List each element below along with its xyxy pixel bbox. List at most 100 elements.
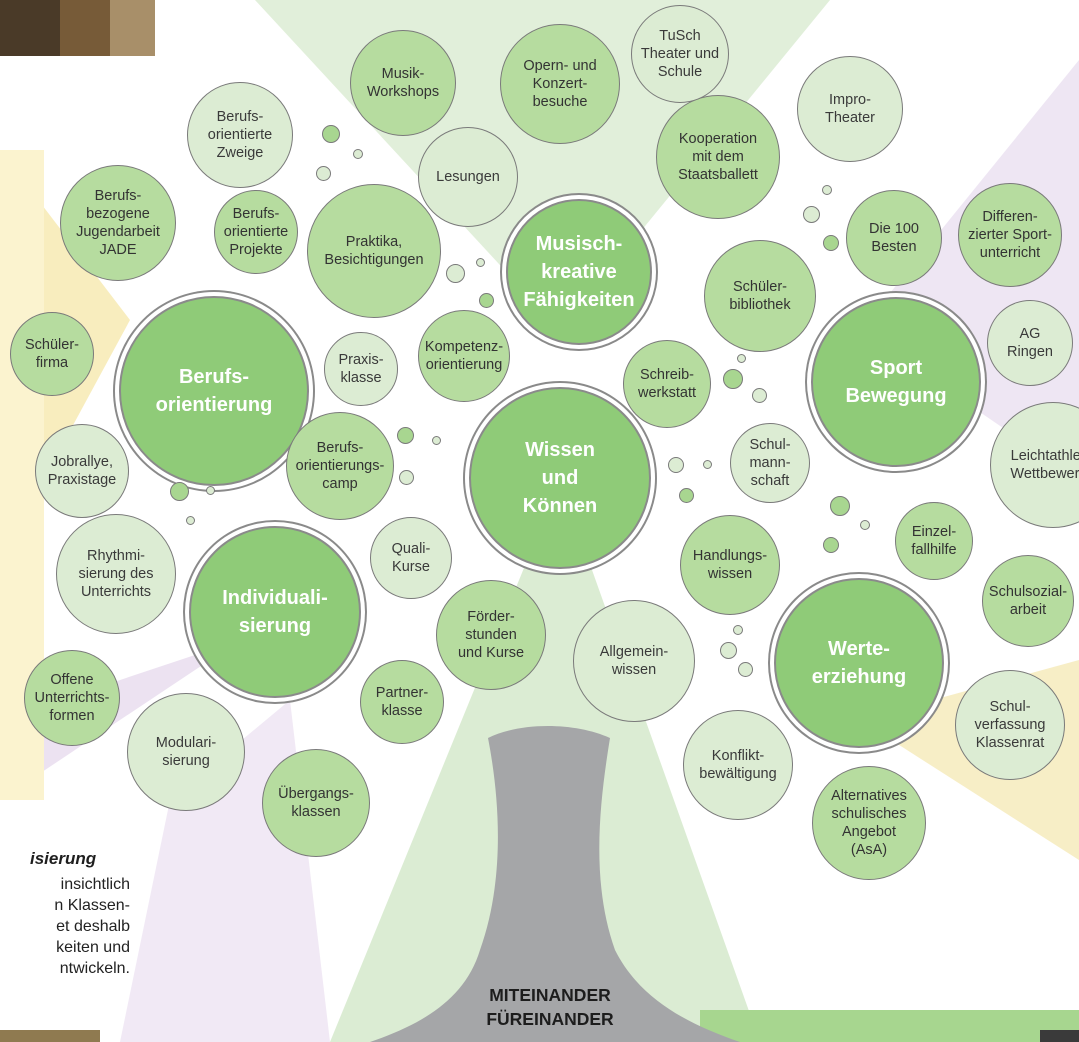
bubble-musik-workshops[interactable]: Musik- Workshops [350, 30, 456, 136]
bubble-quali-label: Quali- Kurse [391, 540, 431, 575]
bubble-ag-ringen[interactable]: AG Ringen [987, 300, 1073, 386]
bubble-offene[interactable]: Offene Unterrichts- formen [24, 650, 120, 746]
bubble-schreibwerkstatt-label: Schreib- werkstatt [637, 366, 696, 401]
main-bubble-berufsorientierung-label: Berufs- orientierung [155, 366, 273, 416]
decor-dot [206, 486, 215, 495]
side-text-body: insichtlich n Klassen- et deshalb keiten… [0, 874, 130, 979]
side-text-line-1: insichtlich [60, 876, 130, 893]
bubble-handlungswissen[interactable]: Handlungs- wissen [680, 515, 780, 615]
decor-dot [432, 436, 441, 445]
bubble-foerderstunden-label: Förder- stunden und Kurse [457, 608, 525, 662]
bubble-einzelfallhilfe-label: Einzel- fallhilfe [911, 523, 957, 558]
bubble-berufsorientierte-projekte[interactable]: Berufs- orientierte Projekte [214, 190, 298, 274]
bubble-foerderstunden[interactable]: Förder- stunden und Kurse [436, 580, 546, 690]
bubble-ag-ringen-label: AG Ringen [1007, 325, 1053, 360]
main-bubble-wissen[interactable]: Wissen und Können [469, 387, 651, 569]
bubble-die100[interactable]: Die 100 Besten [846, 190, 942, 286]
bubble-einzelfallhilfe[interactable]: Einzel- fallhilfe [895, 502, 973, 580]
bubble-jobrallye-label: Jobrallye, Praxistage [47, 453, 117, 488]
bubble-handlungswissen-label: Handlungs- wissen [692, 547, 768, 582]
bubble-differenzierter[interactable]: Differen- zierter Sport- unterricht [958, 183, 1062, 287]
bubble-uebergang[interactable]: Übergangs- klassen [262, 749, 370, 857]
decor-dot [668, 457, 684, 473]
decor-dot [720, 642, 737, 659]
bubble-berufsorientierte-projekte-label: Berufs- orientierte Projekte [223, 205, 289, 259]
decor-dot [679, 488, 694, 503]
bubble-quali[interactable]: Quali- Kurse [370, 517, 452, 599]
bubble-allgemeinwissen-label: Allgemein- wissen [599, 643, 669, 678]
decor-dot [316, 166, 331, 181]
bubble-opern[interactable]: Opern- und Konzert- besuche [500, 24, 620, 144]
bubble-tusch[interactable]: TuSch Theater und Schule [631, 5, 729, 103]
bubble-schreibwerkstatt[interactable]: Schreib- werkstatt [623, 340, 711, 428]
main-bubble-wissen-label: Wissen und Können [522, 439, 598, 517]
bubble-schulsozialarbeit-label: Schulsozial- arbeit [988, 583, 1068, 618]
bubble-jobrallye[interactable]: Jobrallye, Praxistage [35, 424, 129, 518]
decor-dot [737, 354, 746, 363]
bubble-differenzierter-label: Differen- zierter Sport- unterricht [968, 208, 1052, 262]
bubble-modularisierung-label: Modulari- sierung [155, 734, 217, 769]
bubble-praxisklasse-label: Praxis- klasse [338, 351, 384, 386]
side-text-line-2: n Klassen- [54, 897, 130, 914]
bubble-berufsorientierte-zweige-label: Berufs- orientierte Zweige [207, 108, 273, 162]
bubble-asa[interactable]: Alternatives schulisches Angebot (AsA) [812, 766, 926, 880]
ray-left-purple [0, 640, 240, 800]
bubble-lesungen[interactable]: Lesungen [418, 127, 518, 227]
main-bubble-individualisierung-label: Individuali- sierung [222, 587, 328, 637]
bubble-berufsorientierte-zweige[interactable]: Berufs- orientierte Zweige [187, 82, 293, 188]
bubble-schuelerbibliothek-label: Schüler- bibliothek [729, 278, 791, 313]
bubble-schuelerbibliothek[interactable]: Schüler- bibliothek [704, 240, 816, 352]
bubble-modularisierung[interactable]: Modulari- sierung [127, 693, 245, 811]
bubble-schulsozialarbeit[interactable]: Schulsozial- arbeit [982, 555, 1074, 647]
decor-dot [822, 185, 832, 195]
bubble-tusch-label: TuSch Theater und Schule [640, 27, 720, 81]
bubble-kompetenz[interactable]: Kompetenz- orientierung [418, 310, 510, 402]
decor-dot [738, 662, 753, 677]
bubble-kompetenz-label: Kompetenz- orientierung [424, 338, 504, 373]
decor-dot [723, 369, 743, 389]
trunk-label: MITEINANDER FÜREINANDER [430, 983, 670, 1031]
bubble-uebergang-label: Übergangs- klassen [278, 785, 354, 820]
main-bubble-sport-label: Sport Bewegung [845, 357, 947, 407]
bubble-partnerklasse[interactable]: Partner- klasse [360, 660, 444, 744]
trunk-line-2: FÜREINANDER [486, 1009, 614, 1029]
decor-dot [186, 516, 195, 525]
bubble-musik-workshops-label: Musik- Workshops [366, 65, 440, 100]
decor-dot [823, 235, 839, 251]
bubble-rhythmisierung-label: Rhythmi- sierung des Unterrichts [78, 547, 154, 601]
bubble-schulmannschaft-label: Schul- mann- schaft [749, 436, 791, 490]
bubble-schulverfassung-label: Schul- verfassung Klassenrat [974, 698, 1046, 752]
bubble-praxisklasse[interactable]: Praxis- klasse [324, 332, 398, 406]
main-bubble-berufsorientierung[interactable]: Berufs- orientierung [119, 296, 309, 486]
bubble-kooperation-label: Kooperation mit dem Staatsballett [678, 130, 758, 184]
decor-dot [803, 206, 820, 223]
main-bubble-werteerziehung[interactable]: Werte- erziehung [774, 578, 944, 748]
decor-dot [733, 625, 743, 635]
bubble-berufsorientierungscamp-label: Berufs- orientierungs- camp [295, 439, 385, 493]
bubble-offene-label: Offene Unterrichts- formen [34, 671, 110, 725]
bubble-schulmannschaft[interactable]: Schul- mann- schaft [730, 423, 810, 503]
main-bubble-sport[interactable]: Sport Bewegung [811, 297, 981, 467]
decor-dot [479, 293, 494, 308]
bubble-allgemeinwissen[interactable]: Allgemein- wissen [573, 600, 695, 722]
bubble-berufsbezogene[interactable]: Berufs- bezogene Jugendarbeit JADE [60, 165, 176, 281]
bottom-band [700, 1010, 1079, 1042]
main-bubble-musisch-label: Musisch- kreative Fähigkeiten [523, 233, 635, 311]
bubble-die100-label: Die 100 Besten [869, 220, 919, 255]
bubble-schuelerfirma-label: Schüler- firma [25, 336, 79, 371]
bubble-konflikt[interactable]: Konflikt- bewältigung [683, 710, 793, 820]
bubble-impro[interactable]: Impro- Theater [797, 56, 903, 162]
bubble-berufsorientierungscamp[interactable]: Berufs- orientierungs- camp [286, 412, 394, 520]
bubble-schuelerfirma[interactable]: Schüler- firma [10, 312, 94, 396]
decor-dot [353, 149, 363, 159]
bubble-kooperation[interactable]: Kooperation mit dem Staatsballett [656, 95, 780, 219]
bubble-praktika[interactable]: Praktika, Besichtigungen [307, 184, 441, 318]
bubble-rhythmisierung[interactable]: Rhythmi- sierung des Unterrichts [56, 514, 176, 634]
main-bubble-individualisierung[interactable]: Individuali- sierung [189, 526, 361, 698]
bubble-schulverfassung[interactable]: Schul- verfassung Klassenrat [955, 670, 1065, 780]
bubble-partnerklasse-label: Partner- klasse [375, 684, 429, 719]
decor-dot [476, 258, 485, 267]
main-bubble-musisch[interactable]: Musisch- kreative Fähigkeiten [506, 199, 652, 345]
decor-dot [830, 496, 850, 516]
